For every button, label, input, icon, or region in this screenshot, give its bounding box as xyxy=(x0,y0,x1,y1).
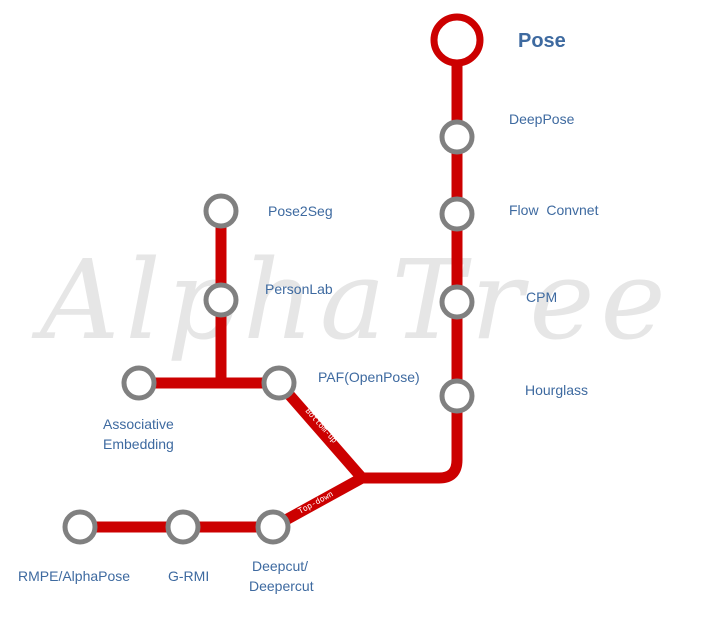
station-cpm[interactable] xyxy=(439,284,475,320)
station-deepcut[interactable] xyxy=(255,509,291,545)
station-pose2seg[interactable] xyxy=(203,193,239,229)
station-rmpe-alphapose[interactable] xyxy=(62,509,98,545)
station-paf-openpose[interactable] xyxy=(261,365,297,401)
label-deepcut: Deepcut/ xyxy=(252,558,308,574)
label-embedding: Embedding xyxy=(103,436,174,452)
station-g-rmi[interactable] xyxy=(165,509,201,545)
main-line xyxy=(362,40,463,484)
label-rmpe-alphapose: RMPE/AlphaPose xyxy=(18,568,130,584)
station-deeppose[interactable] xyxy=(439,119,475,155)
label-hourglass: Hourglass xyxy=(525,382,588,398)
bottom-up-branch xyxy=(274,379,367,482)
station-pose[interactable] xyxy=(430,13,484,67)
top-down-label: Top-down xyxy=(297,489,335,516)
station-flow-convnet[interactable] xyxy=(439,196,475,232)
label-deepercut: Deepercut xyxy=(249,578,314,594)
label-personlab: PersonLab xyxy=(265,281,333,297)
station-personlab[interactable] xyxy=(203,282,239,318)
station-associative-embedding[interactable] xyxy=(121,365,157,401)
label-associative: Associative xyxy=(103,416,174,432)
watermark-text: AlphaTree xyxy=(31,236,672,364)
label-cpm: CPM xyxy=(526,289,557,305)
label-flow-convnet: Flow Convnet xyxy=(509,202,599,218)
label-deeppose: DeepPose xyxy=(509,111,575,127)
label-pose2seg: Pose2Seg xyxy=(268,203,333,219)
label-paf-openpose: PAF(OpenPose) xyxy=(318,369,420,385)
station-hourglass[interactable] xyxy=(439,378,475,414)
label-pose: Pose xyxy=(518,30,566,52)
label-g-rmi: G-RMI xyxy=(168,568,209,584)
